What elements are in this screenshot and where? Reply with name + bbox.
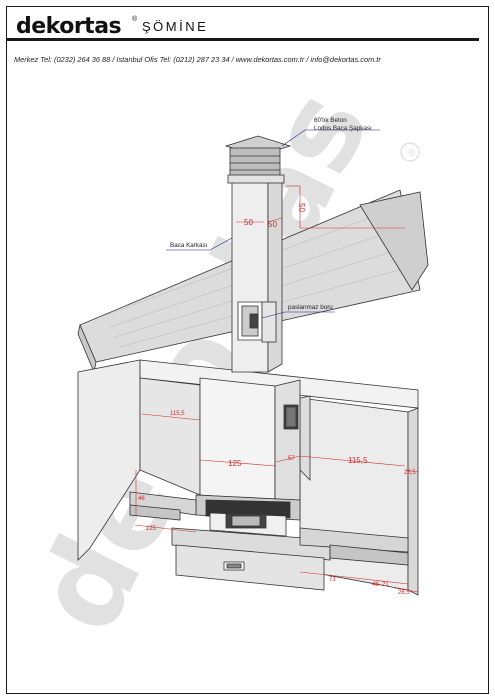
label-chimney-frame: Baca Karkası [170,242,208,249]
dim-hearth-left: 125 [146,526,157,532]
dim-right-edge: 26,5 [404,470,416,476]
dim-chimney-side: 50 [297,203,306,212]
page-frame [6,6,489,694]
dim-hearth-right: 48 [372,582,379,588]
dim-front-width: 125 [228,459,242,468]
dim-center-small: 57 [288,456,295,462]
dimension-lines [134,185,419,593]
label-cap-line1: 60'lık Beton [314,117,347,124]
dim-left-depth: 46 [138,496,145,502]
brand-logo: dekortas [16,14,122,39]
label-cap-line2: Lodos Baca Şapkası [314,125,372,132]
contact-info: Merkez Tel: (0232) 264 36 88 / Istanbul … [14,55,381,64]
dim-right-wall-top: 115,5 [348,456,368,465]
fireplace-unit [129,491,409,591]
chimney-cap [224,135,292,184]
header-rule [6,38,479,41]
registered-mark: ® [132,16,138,23]
dim-chimney-width: 50 [244,218,253,227]
dim-right-bottom: 26,5 [398,590,410,596]
dim-left-wall-top: 115,5 [170,411,185,417]
logo-text: dekortas [16,14,122,39]
chimney-stack [231,175,283,373]
dim-right-bottom-small: 21 [382,582,389,588]
watermark-reg: ® [406,146,417,159]
callout-lines [166,129,380,319]
chimney-breast [199,377,301,501]
header: dekortas ® ŞÖMİNE [12,14,482,44]
dim-chimney-depth: 50 [268,220,277,229]
dim-hearth-mid: 73 [329,577,336,583]
label-steel-pipe: paslanmaz boru [288,304,333,311]
brand-suffix: ŞÖMİNE [142,19,209,34]
